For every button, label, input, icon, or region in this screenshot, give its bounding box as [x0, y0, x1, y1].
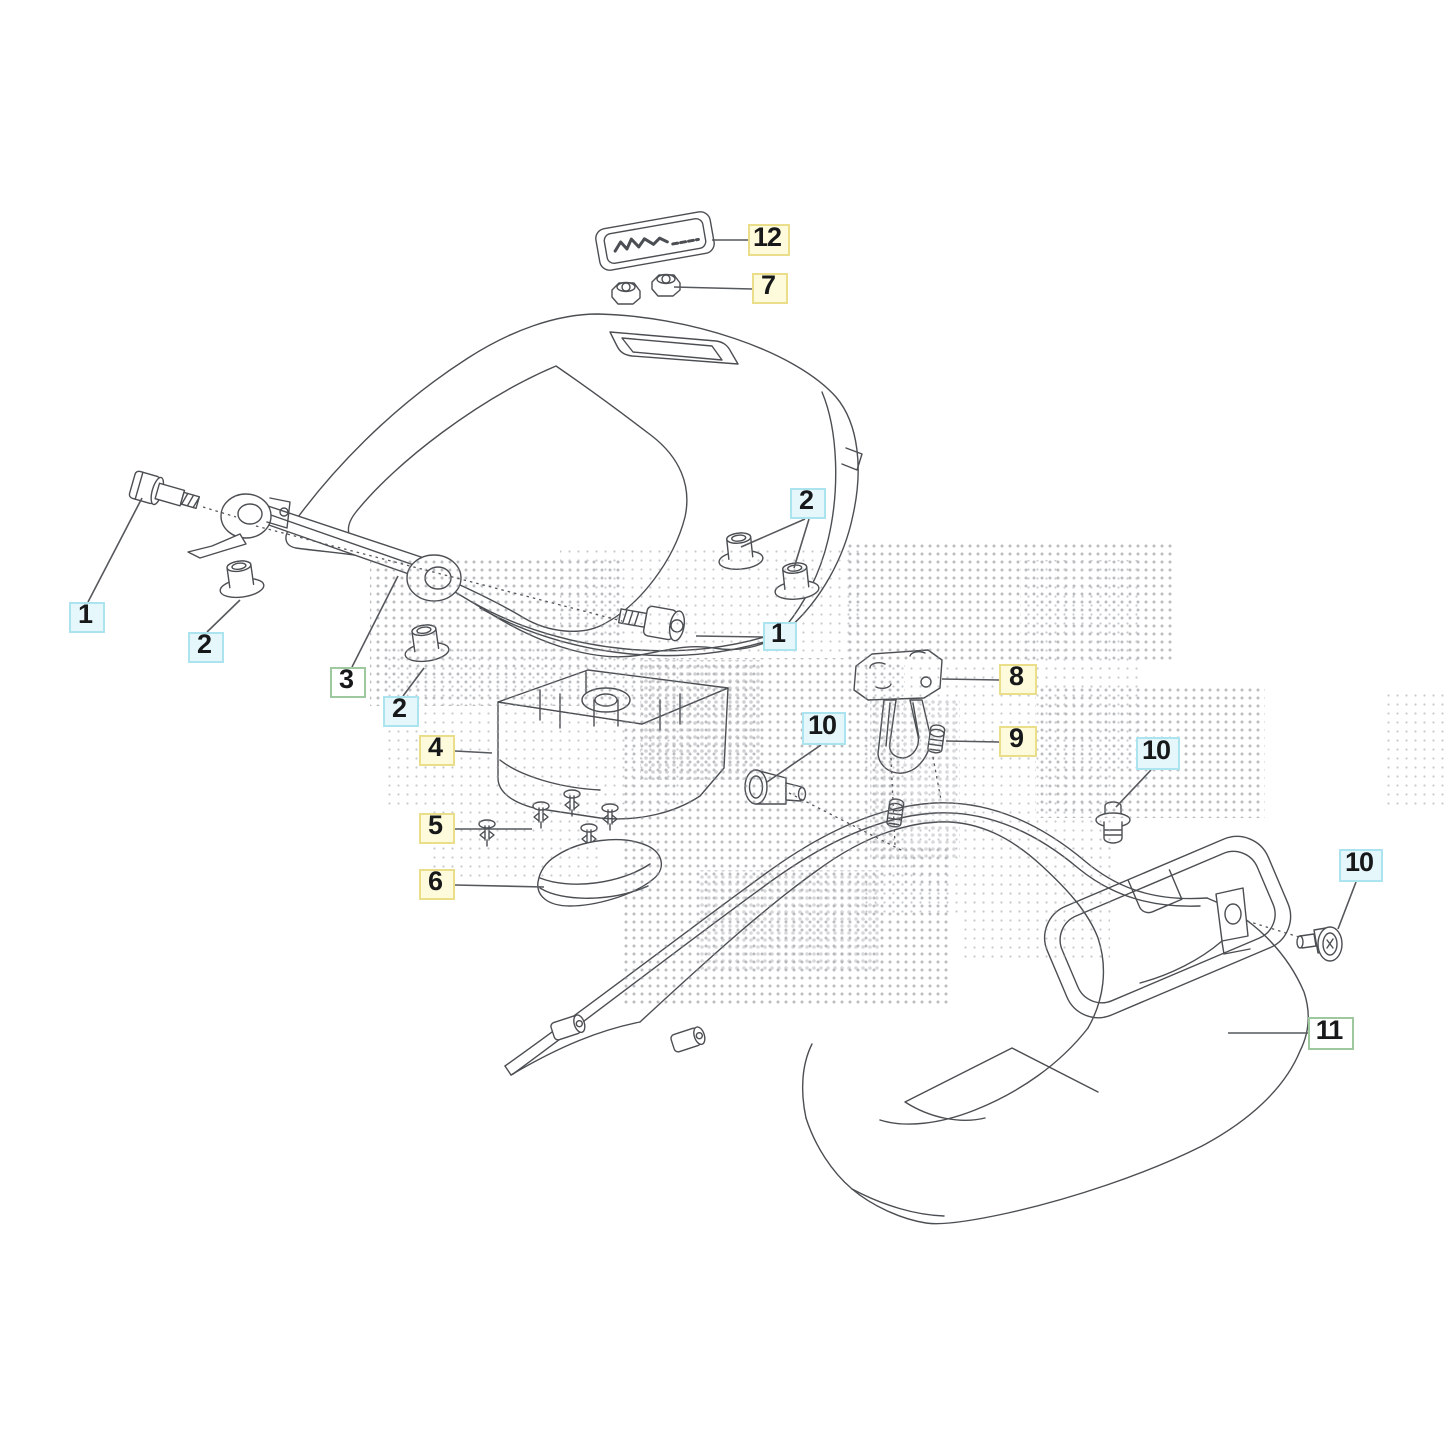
badge-logo	[613, 236, 700, 253]
callout-label: 2	[798, 485, 814, 515]
callout-part-8: 8	[999, 661, 1037, 695]
callout-label: 2	[196, 629, 212, 659]
callout-part-6: 6	[419, 866, 455, 900]
callout-part-2-left: 2	[188, 629, 224, 663]
callout-label: 2	[391, 693, 407, 723]
callout-label: 11	[1315, 1015, 1344, 1045]
callout-part-9: 9	[999, 723, 1037, 757]
callout-part-5: 5	[419, 810, 455, 844]
callout-label: 10	[1141, 735, 1171, 765]
callout-label: 5	[427, 810, 443, 840]
callout-part-7: 7	[752, 270, 788, 304]
callout-part-10-upper-right: 10	[1136, 737, 1180, 770]
callout-label: 4	[427, 732, 443, 762]
callout-label: 6	[427, 866, 443, 896]
callout-label: 3	[338, 664, 354, 694]
callout-part-1-mid: 1	[763, 618, 797, 651]
assembly-axes	[202, 506, 1300, 938]
flange-nut-7a	[611, 281, 641, 305]
halftone-watermark	[370, 540, 1445, 1005]
callout-part-1-left: 1	[69, 599, 105, 633]
callout-part-4: 4	[419, 732, 455, 766]
callout-part-2-mid: 2	[383, 693, 419, 727]
callout-part-3: 3	[330, 664, 366, 698]
callout-label: 10	[1344, 847, 1374, 877]
callout-label: 7	[760, 270, 776, 300]
flange-nut-7b	[651, 273, 681, 297]
callout-part-11: 11	[1308, 1017, 1354, 1050]
callout-part-10-mid: 10	[802, 712, 846, 745]
callout-label: 8	[1008, 661, 1024, 691]
callout-label: 12	[752, 221, 782, 252]
badge-plate-12	[595, 211, 715, 271]
callout-part-2-right: 2	[790, 485, 826, 519]
leader-lines	[87, 239, 1357, 1034]
callout-label: 1	[770, 618, 786, 648]
callout-label: 1	[77, 599, 93, 629]
callout-part-12: 12	[748, 221, 790, 256]
callout-label: 10	[807, 710, 837, 740]
callout-label: 9	[1008, 723, 1024, 753]
grommet-2-left	[219, 560, 265, 599]
shoulder-screw-10-far-right	[1296, 926, 1343, 962]
callout-part-10-far-right: 10	[1339, 849, 1383, 882]
cap-screw-1-left	[128, 470, 201, 510]
